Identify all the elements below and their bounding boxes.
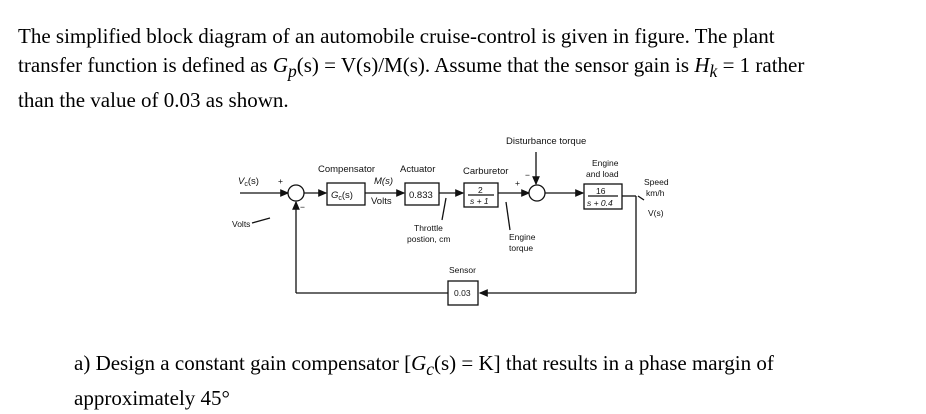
actuator-block [404, 182, 440, 206]
question-line-1: a) Design a constant gain compensator [G… [74, 349, 914, 384]
problem-intro: The simplified block diagram of an autom… [18, 22, 913, 115]
question-a-part2: (s) = K] that results in a phase margin … [434, 351, 774, 375]
volts-label: Volts [232, 219, 250, 229]
sensor-label: Sensor [449, 265, 476, 275]
compensator-block-text: Gc(s) [331, 190, 353, 202]
throttle-pointer [441, 197, 447, 221]
throttle-label-2: postion, cm [407, 234, 450, 244]
sum1-minus-sign: − [300, 202, 305, 212]
summing-junction-1 [287, 184, 305, 202]
volts-pointer [251, 217, 271, 224]
compensator-label: Compensator [318, 164, 375, 175]
engine-torque-label-1: Engine [509, 232, 536, 242]
gp-subscript: p [288, 61, 297, 82]
engine-load-label-2: and load [586, 169, 619, 179]
actuator-label: Actuator [400, 164, 435, 175]
intro-line-1: The simplified block diagram of an autom… [18, 24, 775, 48]
carburetor-numerator: 2 [478, 185, 483, 195]
engine-torque-label-2: torque [509, 243, 533, 253]
disturbance-label: Disturbance torque [506, 136, 586, 147]
output-label: V(s) [648, 208, 664, 218]
speed-label-2: km/h [646, 188, 665, 198]
sum2-minus-sign: − [525, 170, 530, 180]
cruise-control-block-diagram: Vc(s) + Volts − Compensator Gc(s) M(s) V… [232, 136, 669, 306]
hk-subscript: k [709, 61, 718, 82]
volts-label-2: Volts [371, 196, 392, 207]
engine-load-label-1: Engine [592, 158, 619, 168]
intro-line-2: transfer function is defined as Gp(s) = … [18, 51, 913, 86]
intro-line-2-c: = 1 rather [717, 53, 805, 77]
question-a-part1: a) Design a constant gain compensator [ [74, 351, 412, 375]
sensor-block-text: 0.03 [454, 288, 471, 298]
carburetor-label: Carburetor [463, 166, 508, 177]
hk-symbol: H [694, 53, 710, 77]
input-plus-sign: + [278, 176, 283, 186]
gp-symbol: G [272, 53, 289, 77]
gc-symbol: G [411, 351, 427, 375]
actuator-block-text: 0.833 [409, 190, 433, 201]
gc-subscript: c [426, 359, 435, 380]
intro-line-3: than the value of 0.03 as shown. [18, 88, 289, 113]
engine-numerator: 16 [596, 186, 606, 196]
summing-junction-2 [528, 184, 546, 202]
speed-pointer [637, 195, 645, 201]
carburetor-denominator: s + 1 [470, 196, 489, 206]
input-label: Vc(s) [238, 176, 259, 188]
m-label: M(s) [374, 176, 393, 187]
compensator-block [326, 182, 366, 206]
question-a: a) Design a constant gain compensator [G… [74, 349, 914, 413]
intro-line-2-a: transfer function is defined as [18, 53, 273, 77]
speed-label-1: Speed [644, 177, 669, 187]
question-line-2: approximately 45° [74, 386, 230, 411]
engine-denominator: s + 0.4 [587, 198, 613, 208]
throttle-label-1: Throttle [414, 223, 443, 233]
sum2-plus-sign: + [515, 178, 520, 188]
engine-torque-pointer [505, 201, 511, 231]
intro-line-2-b: (s) = V(s)/M(s). Assume that the sensor … [296, 53, 695, 77]
